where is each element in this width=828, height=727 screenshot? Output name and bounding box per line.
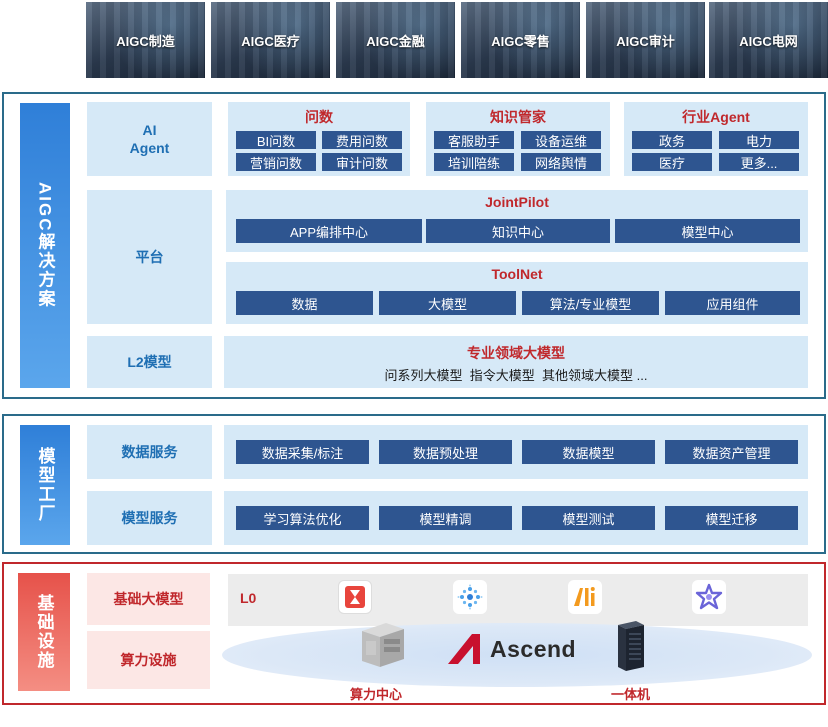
row-label-model-service: 模型服务 [87, 491, 212, 545]
chip-power[interactable]: 电力 [719, 131, 799, 149]
industry-tile-power-grid: AIGC电网 [709, 2, 828, 78]
group-title: 问数 [305, 109, 333, 125]
chip-app-orchestration[interactable]: APP编排中心 [236, 219, 422, 243]
infra-side-label: 基础设施 [18, 573, 70, 691]
datacenter-server-icon [356, 619, 408, 669]
model-service-panel: 学习算法优化 模型精调 模型测试 模型迁移 [224, 491, 808, 545]
industry-label: AIGC医疗 [241, 33, 300, 49]
l0-label: L0 [240, 590, 257, 606]
row-label-ai-agent: AI Agent [87, 102, 212, 176]
chip-data-model[interactable]: 数据模型 [522, 440, 655, 464]
row-label-compute: 算力设施 [87, 631, 210, 689]
ascend-mark-icon [448, 634, 480, 664]
chip-app-components[interactable]: 应用组件 [665, 291, 800, 315]
chip-model-center[interactable]: 模型中心 [615, 219, 800, 243]
allinone-label: 一体机 [611, 687, 651, 702]
chip-device-ops[interactable]: 设备运维 [521, 131, 601, 149]
chip-fine-tune[interactable]: 模型精调 [379, 506, 512, 530]
chip-algorithm[interactable]: 算法/专业模型 [522, 291, 659, 315]
chip-training[interactable]: 培训陪练 [434, 153, 514, 171]
l2-panel: 专业领域大模型 问系列大模型 指令大模型 其他领域大模型 ... [224, 336, 808, 388]
industry-tile-manufacturing: AIGC制造 [86, 2, 205, 78]
ali-logo-icon [568, 580, 602, 614]
toolnet-panel: ToolNet 数据 大模型 算法/专业模型 应用组件 [226, 262, 808, 324]
group-title: 知识管家 [490, 109, 546, 125]
infra-frame [2, 562, 826, 705]
chip-audit[interactable]: 审计问数 [322, 153, 402, 171]
group-title: 行业Agent [682, 109, 750, 125]
jointpilot-panel: JointPilot APP编排中心 知识中心 模型中心 [226, 190, 808, 252]
chip-data[interactable]: 数据 [236, 291, 373, 315]
chip-knowledge-center[interactable]: 知识中心 [426, 219, 610, 243]
industry-tile-audit: AIGC审计 [586, 2, 705, 78]
chip-marketing[interactable]: 营销问数 [236, 153, 316, 171]
allinone-server-icon [614, 619, 648, 673]
hourglass-logo-icon [338, 580, 372, 614]
chip-cost[interactable]: 费用问数 [322, 131, 402, 149]
solution-frame [2, 92, 826, 399]
l2-title: 专业领域大模型 [467, 345, 565, 361]
row-label-platform: 平台 [87, 190, 212, 324]
agent-group-industry: 行业Agent 政务 电力 医疗 更多... [624, 102, 808, 176]
chip-model-test[interactable]: 模型测试 [522, 506, 655, 530]
chip-model-migrate[interactable]: 模型迁移 [665, 506, 798, 530]
row-label-l2: L2模型 [87, 336, 212, 388]
toolnet-title: ToolNet [491, 266, 543, 282]
agent-group-wenshu: 问数 BI问数 费用问数 营销问数 审计问数 [228, 102, 410, 176]
chip-large-model[interactable]: 大模型 [379, 291, 516, 315]
compute-ellipse [222, 623, 812, 687]
ai-agent-label-line2: Agent [129, 140, 170, 156]
datacenter-label: 算力中心 [350, 687, 403, 702]
industry-label: AIGC电网 [739, 33, 798, 49]
industry-label: AIGC零售 [491, 33, 550, 49]
factory-frame [2, 414, 826, 554]
chip-government[interactable]: 政务 [632, 131, 712, 149]
industry-label: AIGC制造 [116, 33, 175, 49]
solution-side-label: AIGC解决方案 [20, 103, 70, 388]
ascend-text: Ascend [490, 636, 577, 662]
star-hexagon-logo-icon [692, 580, 726, 614]
row-label-base-model: 基础大模型 [87, 573, 210, 625]
chip-medical[interactable]: 医疗 [632, 153, 712, 171]
factory-side-label: 模型工厂 [20, 425, 70, 545]
chip-opinion[interactable]: 网络舆情 [521, 153, 601, 171]
data-service-panel: 数据采集/标注 数据预处理 数据模型 数据资产管理 [224, 425, 808, 479]
chip-data-preprocess[interactable]: 数据预处理 [379, 440, 512, 464]
industry-tile-medical: AIGC医疗 [211, 2, 330, 78]
ascend-logo: Ascend [446, 632, 581, 666]
l2-subtitle: 问系列大模型 指令大模型 其他领域大模型 ... [384, 368, 648, 383]
chip-bi[interactable]: BI问数 [236, 131, 316, 149]
chip-algo-optimize[interactable]: 学习算法优化 [236, 506, 369, 530]
dots-sphere-logo-icon [453, 580, 487, 614]
industry-tile-retail: AIGC零售 [461, 2, 580, 78]
industry-tile-finance: AIGC金融 [336, 2, 455, 78]
chip-data-collection[interactable]: 数据采集/标注 [236, 440, 369, 464]
industry-label: AIGC金融 [366, 33, 425, 49]
chip-data-asset[interactable]: 数据资产管理 [665, 440, 798, 464]
industry-label: AIGC审计 [616, 33, 675, 49]
chip-customer-service[interactable]: 客服助手 [434, 131, 514, 149]
row-label-data-service: 数据服务 [87, 425, 212, 479]
ai-agent-label-line1: AI [142, 122, 157, 138]
agent-group-knowledge: 知识管家 客服助手 设备运维 培训陪练 网络舆情 [426, 102, 610, 176]
chip-more[interactable]: 更多... [719, 153, 799, 171]
jointpilot-title: JointPilot [485, 194, 549, 210]
